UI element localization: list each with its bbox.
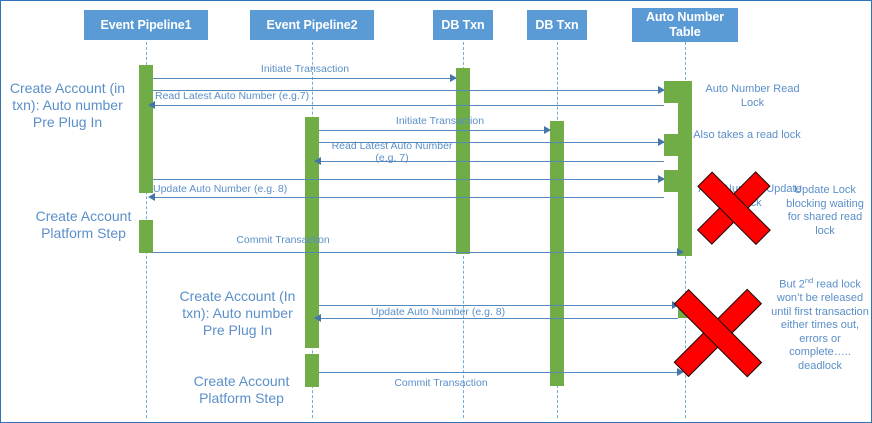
activation-db-txn-2 — [550, 121, 564, 386]
message-line-read-latest-auto-number-2 — [319, 161, 664, 162]
message-arrowhead-commit-transaction-2 — [677, 368, 684, 376]
annotation-update-lock-blocking: Update Lock blocking waiting for shared … — [786, 184, 864, 237]
message-line-update-lock-request — [153, 179, 664, 180]
message-arrowhead-initiate-transaction-2 — [544, 126, 551, 134]
message-arrowhead-update-lock-request — [658, 175, 665, 183]
message-line-commit-transaction-2 — [319, 372, 681, 373]
message-line-initiate-transaction-2 — [319, 130, 550, 131]
message-arrowhead-update-auto-number-2 — [314, 314, 321, 322]
error-mark-update-lock-blocked-icon — [693, 171, 775, 245]
lifeline-header-label: Event Pipeline2 — [266, 17, 358, 32]
message-arrowhead-read-lock-request-1 — [658, 86, 665, 94]
annotation-deadlock-prefix: But 2 — [779, 278, 805, 291]
error-mark-deadlock-icon — [673, 288, 763, 378]
lifeline-header-label: DB Txn — [535, 17, 579, 32]
message-line-update-auto-number-1 — [153, 197, 664, 198]
message-line-initiate-transaction-1 — [153, 78, 456, 79]
annotation-deadlock-ordinal: nd — [804, 276, 814, 285]
message-arrowhead-update-auto-number-1 — [148, 193, 155, 201]
activation-auto-number-read-lock-2 — [664, 134, 678, 156]
message-arrowhead-read-lock-request-2 — [658, 138, 665, 146]
message-label-read-latest-auto-number-1: Read Latest Auto Number (e.g.7) — [155, 90, 310, 102]
message-arrowhead-initiate-transaction-1 — [450, 74, 457, 82]
phase-label-create-account-platform-step-1: Create Account Platform Step — [35, 208, 132, 241]
lifeline-header-db-txn-2[interactable]: DB Txn — [527, 10, 587, 40]
message-arrowhead-commit-transaction-1 — [677, 248, 684, 256]
phase-label-create-account-pre-plug-in-2: Create Account (In txn): Auto number Pre… — [179, 288, 296, 338]
message-line-read-lock-request-1 — [153, 90, 664, 91]
message-line-read-latest-auto-number-1 — [153, 105, 664, 106]
annotation-deadlock: But 2nd read lock won’t be released unti… — [769, 274, 871, 373]
message-arrowhead-read-latest-auto-number-2 — [314, 157, 321, 165]
annotation-deadlock-suffix: read lock won’t be released until first … — [771, 278, 869, 372]
message-label-update-auto-number-2: Update Auto Number (e.g. 8) — [370, 306, 506, 318]
message-line-commit-transaction-1 — [153, 252, 681, 253]
message-label-commit-transaction-2: Commit Transaction — [394, 377, 488, 389]
phase-label-create-account-platform-step-2: Create Account Platform Step — [193, 373, 290, 406]
lifeline-header-label: Auto Number Table — [645, 10, 725, 39]
lifeline-header-label: Event Pipeline1 — [100, 17, 192, 32]
lifeline-header-db-txn-1[interactable]: DB Txn — [433, 10, 493, 40]
message-line-update-auto-number-2 — [319, 305, 678, 306]
activation-auto-number-update-lock — [664, 170, 678, 192]
lifeline-header-auto-number-table[interactable]: Auto Number Table — [632, 8, 738, 42]
activation-event-pipeline1-2 — [139, 220, 153, 253]
phase-label-create-account-pre-plug-in-1: Create Account (in txn): Auto number Pre… — [9, 80, 126, 130]
activation-event-pipeline2-2 — [305, 354, 319, 387]
annotation-auto-number-read-lock: Auto Number Read Lock — [705, 83, 800, 109]
activation-auto-number-read-lock-1 — [664, 81, 678, 103]
message-line-update-auto-number-2-return — [319, 318, 678, 319]
lifeline-header-label: DB Txn — [441, 17, 485, 32]
annotation-also-takes-read-lock: Also takes a read lock — [693, 129, 801, 141]
message-label-initiate-transaction-1: Initiate Transaction — [260, 63, 350, 75]
message-label-commit-transaction-1: Commit Transaction — [236, 234, 330, 246]
activation-event-pipeline2-1 — [305, 117, 319, 348]
lifeline-header-event-pipeline1[interactable]: Event Pipeline1 — [84, 10, 208, 40]
message-arrowhead-read-latest-auto-number-1 — [148, 101, 155, 109]
message-label-read-latest-auto-number-2: Read Latest Auto Number (e.g. 7) — [331, 140, 453, 164]
message-label-initiate-transaction-2: Initiate Transaction — [395, 115, 485, 127]
lifeline-header-event-pipeline2[interactable]: Event Pipeline2 — [250, 10, 374, 40]
activation-event-pipeline1-1 — [139, 65, 153, 193]
activation-auto-number-table-main — [678, 81, 692, 256]
message-label-update-auto-number-1: Update Auto Number (e.g. 8) — [153, 183, 288, 195]
message-line-read-lock-request-2 — [319, 142, 664, 143]
